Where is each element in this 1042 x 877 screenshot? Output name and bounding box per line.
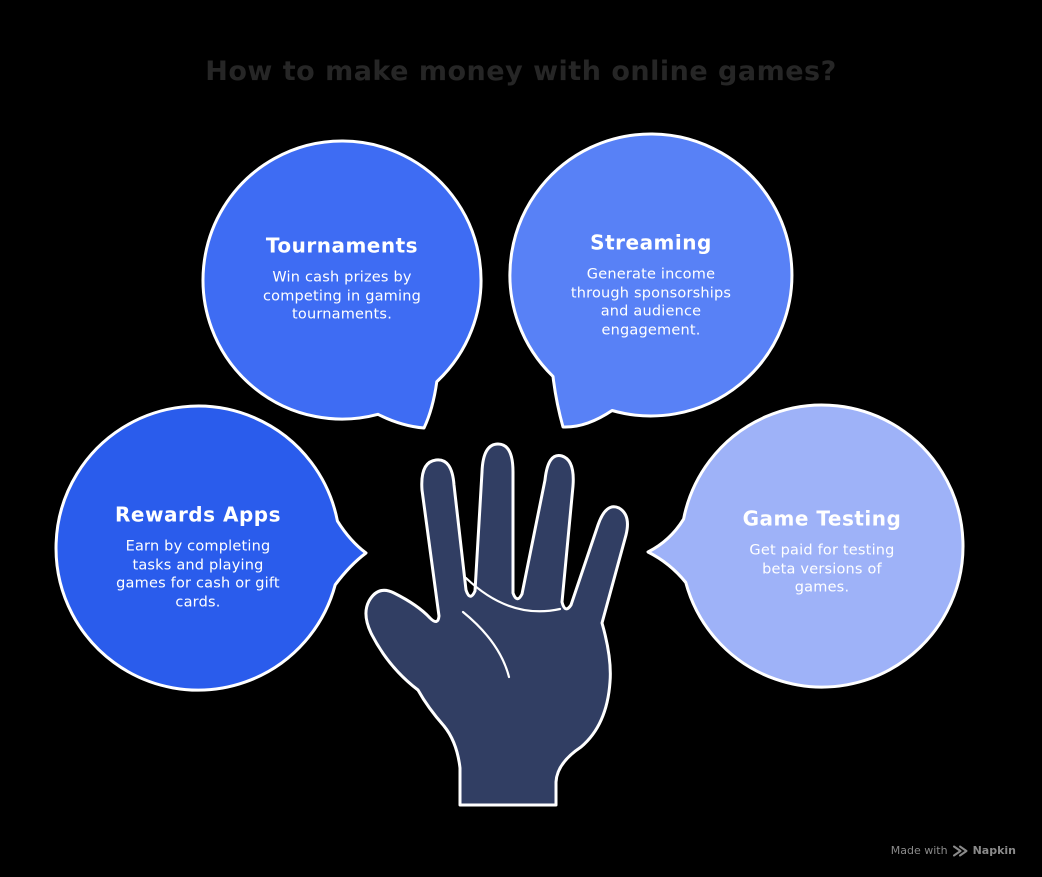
bubble-body-streaming: Generate income through sponsorships and…: [570, 266, 732, 339]
bubble-title-game-testing: Game Testing: [742, 506, 902, 531]
bubble-title-streaming: Streaming: [590, 230, 712, 255]
bubble-game-testing: Game Testing Get paid for testing beta v…: [717, 507, 927, 598]
bubble-title-rewards-apps: Rewards Apps: [115, 502, 281, 527]
palm-crease-line: [461, 610, 511, 679]
bubble-rewards-apps: Rewards Apps Earn by completing tasks an…: [83, 502, 313, 611]
bubble-tournaments: Tournaments Win cash prizes by competing…: [232, 234, 452, 325]
bubble-title-tournaments: Tournaments: [265, 233, 419, 258]
bubble-body-tournaments: Win cash prizes by competing in gaming t…: [262, 269, 422, 323]
tournaments-bubble-shape: [201, 139, 483, 430]
bubble-streaming: Streaming Generate income through sponso…: [541, 230, 761, 339]
rewards-apps-bubble-shape: [54, 404, 368, 692]
hand-illustration: [364, 442, 629, 807]
palm-crease-line: [464, 576, 562, 613]
game-testing-bubble-shape: [646, 403, 965, 689]
watermark-brand: Napkin: [972, 844, 1016, 857]
bubble-body-game-testing: Get paid for testing beta versions of ga…: [749, 542, 895, 596]
page-title: How to make money with online games?: [205, 56, 837, 87]
napkin-watermark[interactable]: Made with Napkin: [891, 844, 1016, 857]
hand-silhouette: [364, 442, 629, 807]
napkin-arrow-icon: [952, 845, 968, 856]
watermark-prefix: Made with: [890, 844, 948, 857]
bubble-body-rewards-apps: Earn by completing tasks and playing gam…: [116, 538, 280, 611]
streaming-bubble-shape: [508, 132, 794, 429]
